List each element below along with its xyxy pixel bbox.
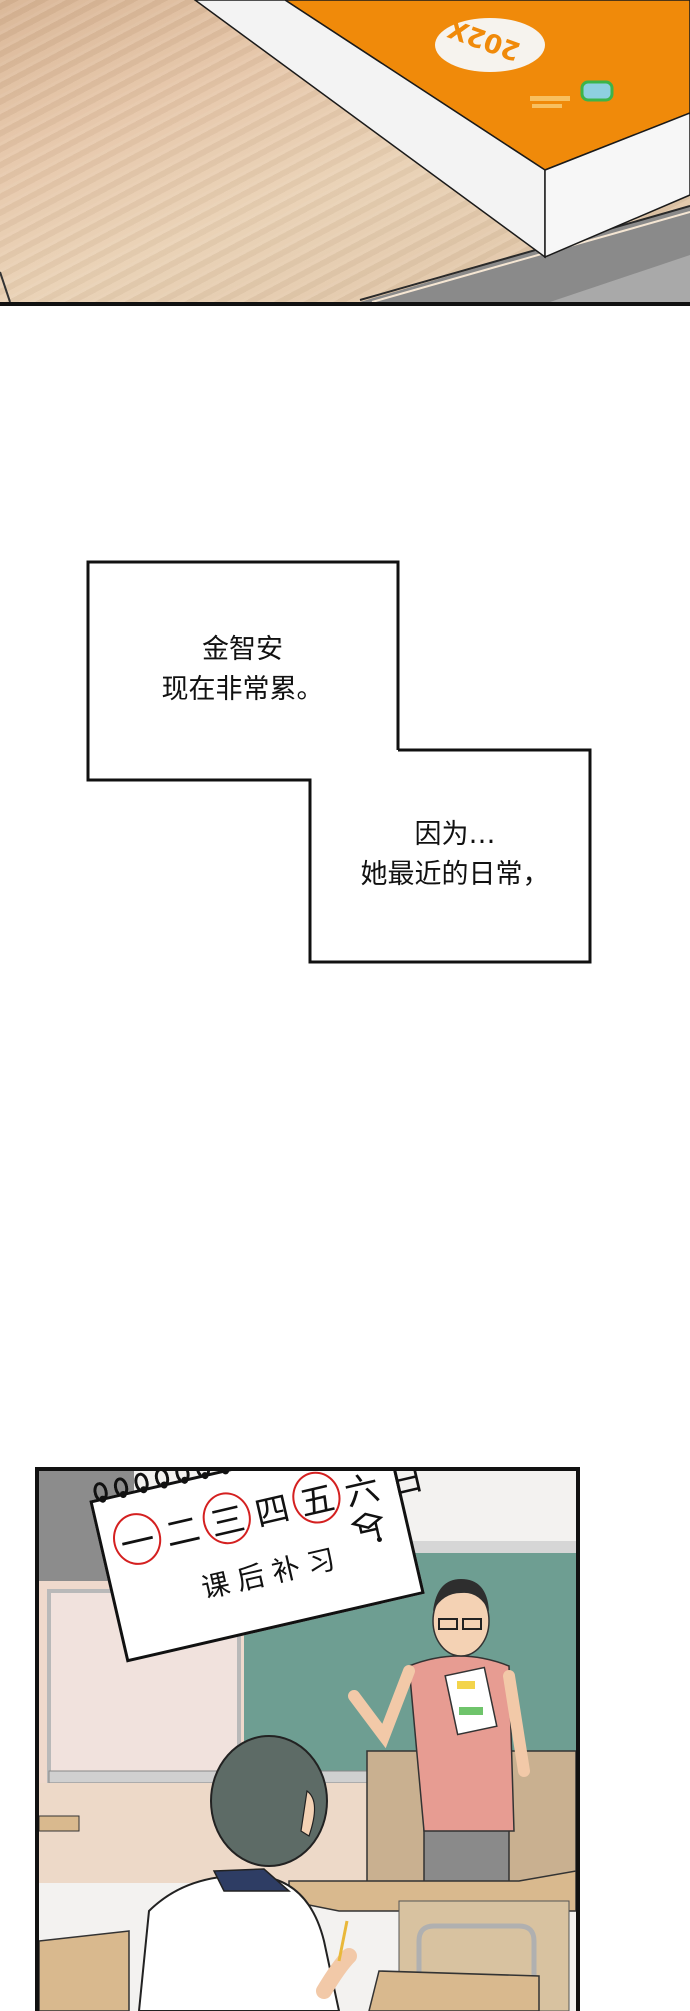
caption-1-line-1: 金智安 [202, 634, 283, 665]
caption-1: 金智安 现在非常累。 [120, 630, 365, 710]
panel-desk-book: 202X [0, 0, 690, 306]
weekday-fri: 五 [293, 1471, 339, 1526]
weekday-thu: 四 [251, 1488, 294, 1536]
weekday-wed: 三 [204, 1491, 250, 1547]
schedule-note: 一 二 三 四 五 六 日 课后补习 [71, 1471, 428, 1663]
book-illustration [0, 0, 690, 302]
caption-1-line-2: 现在非常累。 [161, 674, 324, 705]
caption-2-line-1: 因为… [414, 819, 496, 850]
caption-boxes [86, 560, 592, 964]
caption-2-line-2: 她最近的日常， [360, 859, 550, 890]
caption-2: 因为… 她最近的日常， [330, 815, 580, 895]
weekday-tue: 二 [161, 1509, 204, 1556]
panel-classroom: 一 二 三 四 五 六 日 课后补习 [35, 1467, 580, 2011]
